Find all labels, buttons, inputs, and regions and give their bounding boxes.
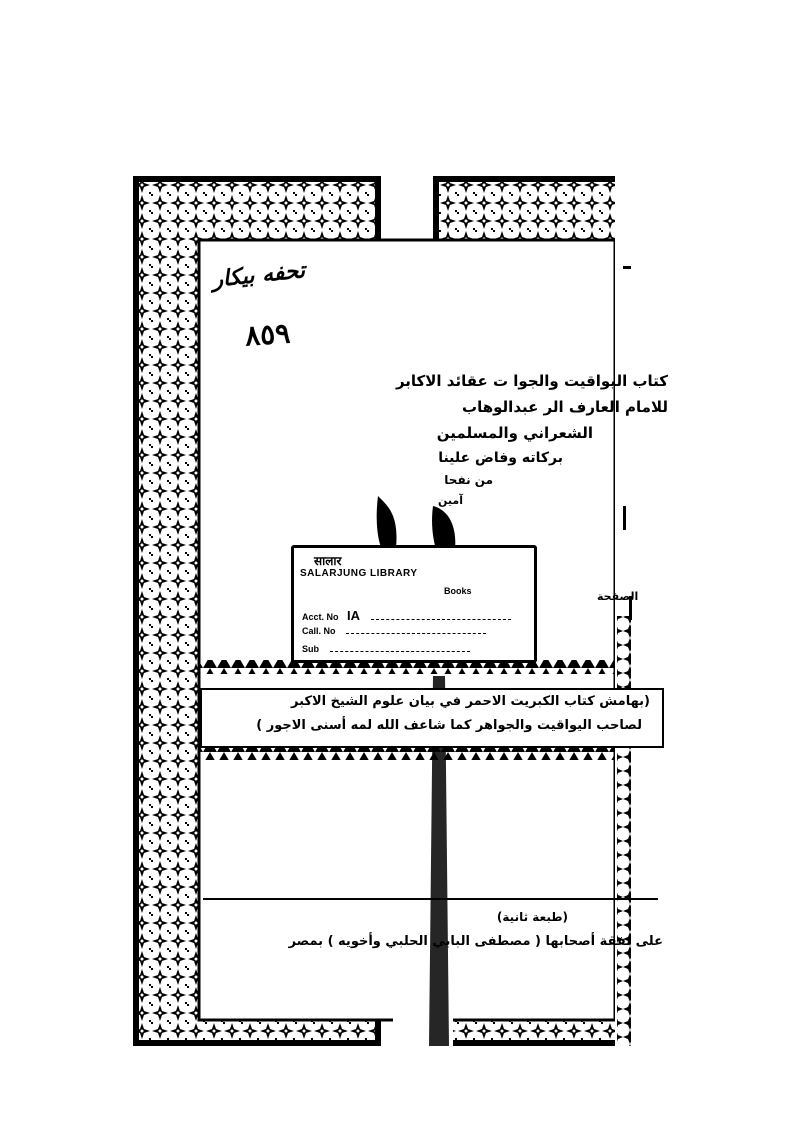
title-line-2: للامام العارف الر عبدالوهاب	[462, 398, 668, 416]
stamp-header-hindi: सालार	[314, 554, 342, 568]
stamp-header-english: SALARJUNG LIBRARY	[300, 568, 418, 579]
stamp-acc-value: IA	[347, 608, 361, 623]
stamp-acc-line	[370, 619, 511, 620]
stamp-call-row: Call. No	[302, 626, 487, 636]
stamp-subheader: Books	[444, 586, 472, 596]
stamp-sub-label: Sub	[302, 644, 319, 654]
library-stamp: सालार SALARJUNG LIBRARY Books Acct. No I…	[291, 545, 537, 663]
stamp-call-line	[346, 633, 487, 634]
margin-note-band: (بهامش كتاب الكبريت الاحمر في بيان علوم …	[200, 688, 664, 748]
footer-divider	[203, 898, 658, 900]
handwritten-number: ٨٥٩	[243, 316, 292, 353]
band-line-1: (بهامش كتاب الكبريت الاحمر في بيان علوم …	[291, 694, 650, 709]
footer-edition: (طبعة ثانية)	[496, 910, 568, 924]
title-line-3: الشعراني والمسلمين	[436, 424, 593, 442]
stamp-acc-row: Acct. No IA	[302, 608, 511, 623]
band-line-2: لصاحب اليواقيت والجواهر كما شاعف الله لم…	[256, 718, 642, 733]
title-line-1: كتاب اليواقيت والجوا ت عقائد الاكابر	[395, 372, 668, 390]
title-line-4: بركاته وفاض علينا	[438, 450, 563, 466]
title-line-6: آمين	[438, 494, 463, 507]
stamp-sub-line	[329, 651, 470, 652]
side-margin-mark: الصفحة	[597, 590, 639, 603]
stamp-acc-label: Acct. No	[302, 612, 339, 622]
stamp-sub-row: Sub	[302, 644, 470, 654]
footer-publisher: على نفقة أصحابها ( مصطفى البابي الحلبي و…	[288, 934, 663, 949]
stamp-call-label: Call. No	[302, 626, 336, 636]
title-line-5: من نفحا	[444, 473, 493, 487]
